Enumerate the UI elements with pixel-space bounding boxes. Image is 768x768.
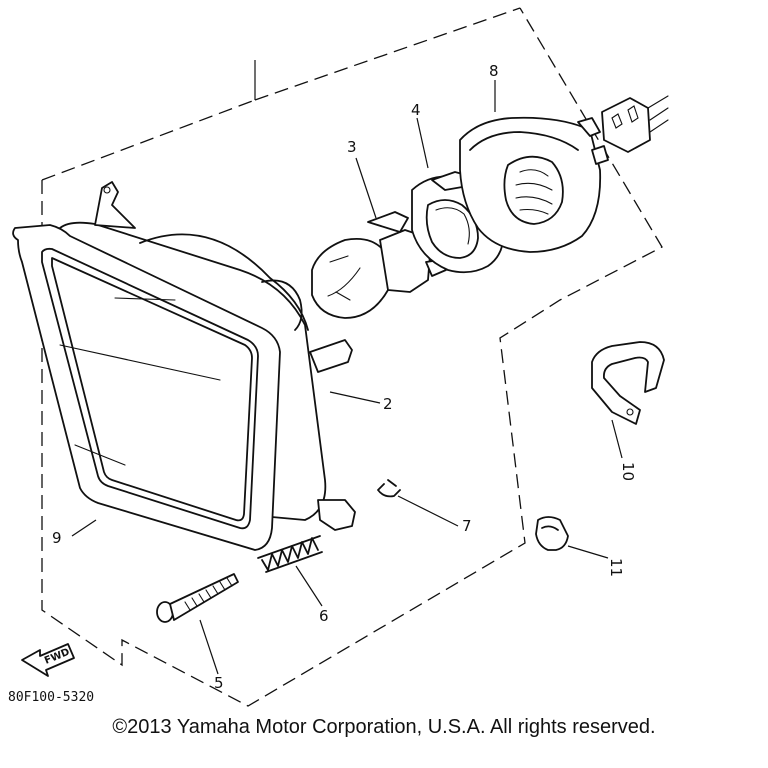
- copyright-notice: ©2013 Yamaha Motor Corporation, U.S.A. A…: [112, 716, 656, 738]
- callout-11: 11: [607, 558, 625, 577]
- socket-cover: [459, 116, 609, 253]
- spring: [257, 535, 323, 573]
- callout-4: 4: [411, 101, 421, 119]
- callout-2: 2: [383, 395, 393, 413]
- callout-9: 9: [52, 529, 62, 547]
- clamp: [535, 516, 569, 551]
- callout-6: 6: [319, 607, 329, 625]
- clip: [377, 479, 401, 498]
- bulb: [311, 211, 449, 319]
- assembly-boundary: [41, 7, 663, 707]
- callout-8: 8: [489, 62, 499, 80]
- headlight-lens: [51, 257, 253, 522]
- callout-5: 5: [214, 674, 224, 692]
- callout-10: 10: [619, 462, 637, 481]
- bolt: [156, 573, 239, 623]
- fwd-arrow-icon: FWD: [21, 643, 75, 677]
- callout-7: 7: [462, 517, 472, 535]
- wire-connector: [601, 95, 669, 153]
- callout-labels: 1 2 3 4 5 6 7 8 9 10 11: [52, 62, 637, 692]
- leader-lines: [71, 80, 623, 675]
- part-code: 80F100-5320: [8, 690, 94, 705]
- bracket: [591, 341, 665, 425]
- callout-3: 3: [347, 138, 357, 156]
